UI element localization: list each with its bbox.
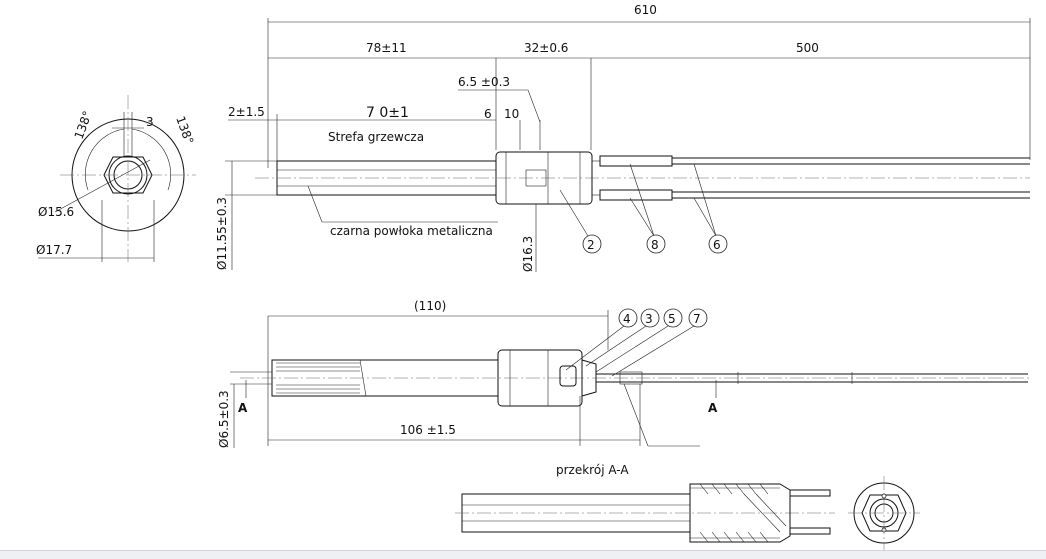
- thread-diameter: Ø6.5±0.3: [217, 390, 231, 448]
- window-bottom-band: [0, 550, 1046, 559]
- callout-3: [640, 308, 660, 328]
- overall-length: 610: [634, 3, 657, 17]
- gap-a: 6: [484, 107, 492, 121]
- end-view-key-width: 3: [146, 115, 154, 129]
- top-view: 610 78±11 32±0.6 500 6.5 ±0.3 2±1.5 7 0±…: [215, 3, 1031, 272]
- thread-length: 106 ±1.5: [400, 423, 456, 437]
- callout-5: [663, 308, 683, 328]
- heated-length: 7 0±1: [366, 105, 409, 121]
- heating-zone-label: Strefa grzewcza: [328, 130, 424, 144]
- side-view-fitting: [497, 349, 583, 407]
- section-mark-right: A: [708, 401, 718, 415]
- lead-sleeve-upper: [599, 155, 673, 167]
- callout-7: [688, 308, 708, 328]
- callout-3-text: 3: [645, 312, 653, 326]
- fitting-body: [495, 151, 593, 205]
- fitting-length: (110): [414, 299, 446, 313]
- callout-2: [582, 234, 602, 254]
- small-offset: 6.5 ±0.3: [458, 75, 510, 89]
- left-section-length: 78±11: [366, 41, 407, 55]
- section-view: przekrój A-A: [455, 463, 920, 550]
- callout-4-text: 4: [623, 312, 631, 326]
- section-caption: przekrój A-A: [556, 463, 629, 477]
- end-view-outer-diameter: Ø17.7: [36, 243, 72, 257]
- fitting-diameter: Ø16.3: [521, 236, 535, 272]
- section-mark-left: A: [238, 401, 248, 415]
- end-view: 3 138° 138° Ø15.6 Ø17.7: [36, 95, 196, 262]
- lead-sleeve-lower: [599, 189, 673, 201]
- section-fitting: [689, 483, 791, 543]
- callout-6: [708, 234, 728, 254]
- end-view-angle-left: 138°: [72, 109, 95, 141]
- callout-6-text: 6: [713, 238, 721, 252]
- end-view-angle-right: 138°: [173, 114, 196, 146]
- callout-7-text: 7: [693, 312, 701, 326]
- body-diameter: Ø11.55±0.3: [215, 197, 229, 270]
- callout-8: [646, 234, 666, 254]
- start-gap: 2±1.5: [228, 105, 265, 119]
- callout-2-text: 2: [587, 238, 595, 252]
- side-view: (110) 106 ±1.5: [217, 299, 1030, 448]
- end-view-inner-diameter: Ø15.6: [38, 205, 74, 219]
- lead-length: 500: [796, 41, 819, 55]
- gap-b: 10: [504, 107, 519, 121]
- callout-5-text: 5: [668, 312, 676, 326]
- callout-8-text: 8: [651, 238, 659, 252]
- callout-4: [618, 308, 638, 328]
- coating-label: czarna powłoka metaliczna: [330, 224, 493, 238]
- mid-section-length: 32±0.6: [524, 41, 568, 55]
